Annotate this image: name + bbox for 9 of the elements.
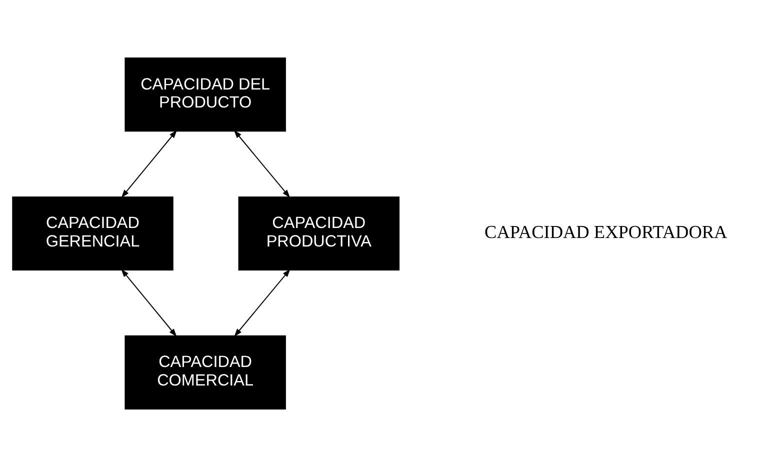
arrow [234, 268, 290, 337]
label: CAPACIDAD EXPORTADORA [484, 222, 728, 242]
node-box: CAPACIDAD PRODUCTIVA [238, 196, 400, 271]
node-box: CAPACIDAD DEL PRODUCTO [124, 58, 286, 132]
arrow [121, 268, 177, 337]
node-box: CAPACIDAD GERENCIAL [12, 196, 174, 271]
node-box: CAPACIDAD COMERCIAL [124, 335, 286, 410]
arrow [121, 130, 178, 198]
arrow [234, 130, 290, 198]
